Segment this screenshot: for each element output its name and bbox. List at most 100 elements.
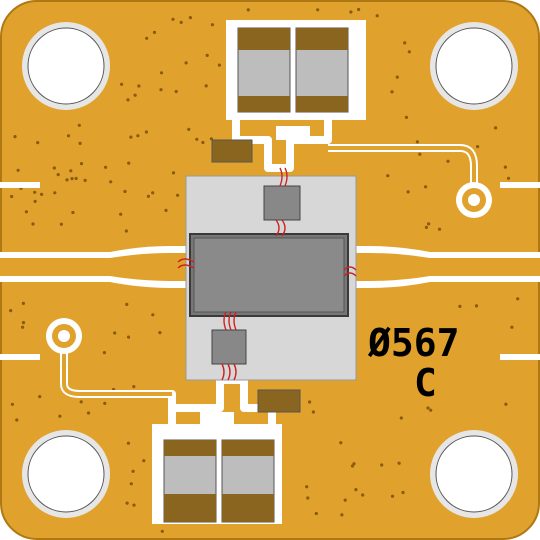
via-icon — [142, 459, 146, 463]
via-icon — [316, 8, 320, 12]
via-icon — [506, 176, 511, 180]
via-icon — [13, 135, 17, 139]
via-icon — [129, 135, 133, 139]
via-icon — [503, 165, 507, 169]
via-icon — [56, 173, 60, 177]
bias-die-top — [263, 185, 301, 221]
via-icon — [424, 185, 428, 189]
via-icon — [104, 165, 108, 169]
via-icon — [171, 17, 175, 21]
via-icon — [33, 199, 37, 203]
via-icon — [476, 145, 480, 149]
via-icon — [59, 222, 64, 226]
bond-wires — [177, 167, 357, 381]
via-icon — [418, 152, 422, 156]
part-number-label: Ø567 — [367, 321, 460, 365]
via-icon — [174, 89, 178, 94]
via-icon — [158, 331, 162, 335]
via-icon — [204, 84, 208, 88]
capacitor — [237, 27, 291, 113]
via-icon — [109, 180, 113, 184]
via-icon — [176, 193, 180, 197]
bond-wire-icon — [284, 167, 288, 187]
via-icon — [33, 190, 37, 194]
via-icon — [357, 7, 361, 12]
mount-hole-icon — [27, 27, 105, 105]
via-icon — [375, 14, 379, 18]
bottom-bias-traces-inner — [62, 336, 172, 396]
bias-pads — [46, 182, 492, 354]
via-icon — [184, 61, 188, 65]
via-icon — [403, 41, 407, 45]
via-icon — [144, 130, 148, 134]
via-icon — [314, 511, 318, 516]
via-icon — [21, 301, 25, 305]
via-icon — [74, 176, 78, 181]
via-icon — [399, 416, 403, 420]
via-icon — [132, 503, 136, 507]
via-icon — [397, 461, 401, 465]
via-icon — [340, 513, 344, 517]
via-icon — [38, 395, 42, 399]
via-icon — [77, 123, 81, 127]
bottom-pad — [200, 412, 234, 426]
via-icon — [510, 325, 514, 329]
via-icon — [24, 210, 28, 214]
via-icon — [126, 98, 130, 102]
via-icon — [70, 177, 74, 181]
capacitor — [221, 439, 275, 523]
via-icon — [380, 463, 384, 467]
via-icon — [429, 408, 433, 412]
bias-die-bottom — [211, 329, 247, 365]
via-icon — [124, 229, 128, 233]
via-icon — [83, 178, 87, 182]
bond-wire-icon — [177, 264, 195, 269]
via-icon — [415, 140, 419, 144]
via-icon — [120, 82, 124, 86]
bond-wire-icon — [221, 363, 225, 381]
via-icon — [15, 418, 19, 422]
capacitor — [163, 439, 217, 523]
edge-slots — [0, 182, 540, 360]
mmic-die — [189, 233, 349, 317]
resistor — [211, 139, 253, 163]
via-icon — [16, 168, 20, 172]
via-icon — [119, 212, 123, 216]
via-icon — [40, 192, 44, 196]
mount-hole-icon — [27, 435, 105, 513]
mounting-holes — [22, 22, 518, 518]
via-icon — [424, 225, 428, 229]
bond-wire-icon — [233, 363, 237, 381]
via-icon — [217, 63, 221, 67]
via-icon — [86, 411, 91, 415]
via-icon — [494, 126, 498, 130]
via-icon — [65, 178, 69, 182]
via-icon — [9, 309, 13, 313]
via-icon — [79, 162, 84, 166]
via-icon — [58, 414, 62, 418]
via-icon — [10, 194, 14, 199]
via-icon — [126, 335, 131, 339]
via-icon — [401, 490, 405, 495]
via-icon — [187, 127, 191, 131]
via-icon — [113, 331, 117, 335]
rf-trace — [0, 253, 540, 281]
via-icon — [146, 194, 150, 198]
via-icon — [145, 36, 149, 40]
via-icon — [52, 166, 56, 170]
via-icon — [171, 171, 176, 175]
via-icon — [406, 190, 410, 194]
via-icon — [136, 134, 140, 138]
via-icon — [246, 8, 250, 12]
via-icon — [159, 71, 164, 75]
bond-wire-icon — [233, 311, 237, 331]
via-icon — [308, 400, 312, 404]
via-icon — [123, 189, 127, 194]
via-icon — [69, 169, 73, 173]
via-icon — [188, 16, 192, 20]
via-icon — [179, 20, 183, 24]
via-icon — [210, 23, 214, 27]
via-icon — [395, 75, 399, 79]
via-icon — [151, 191, 155, 195]
bond-wire-icon — [343, 266, 357, 271]
